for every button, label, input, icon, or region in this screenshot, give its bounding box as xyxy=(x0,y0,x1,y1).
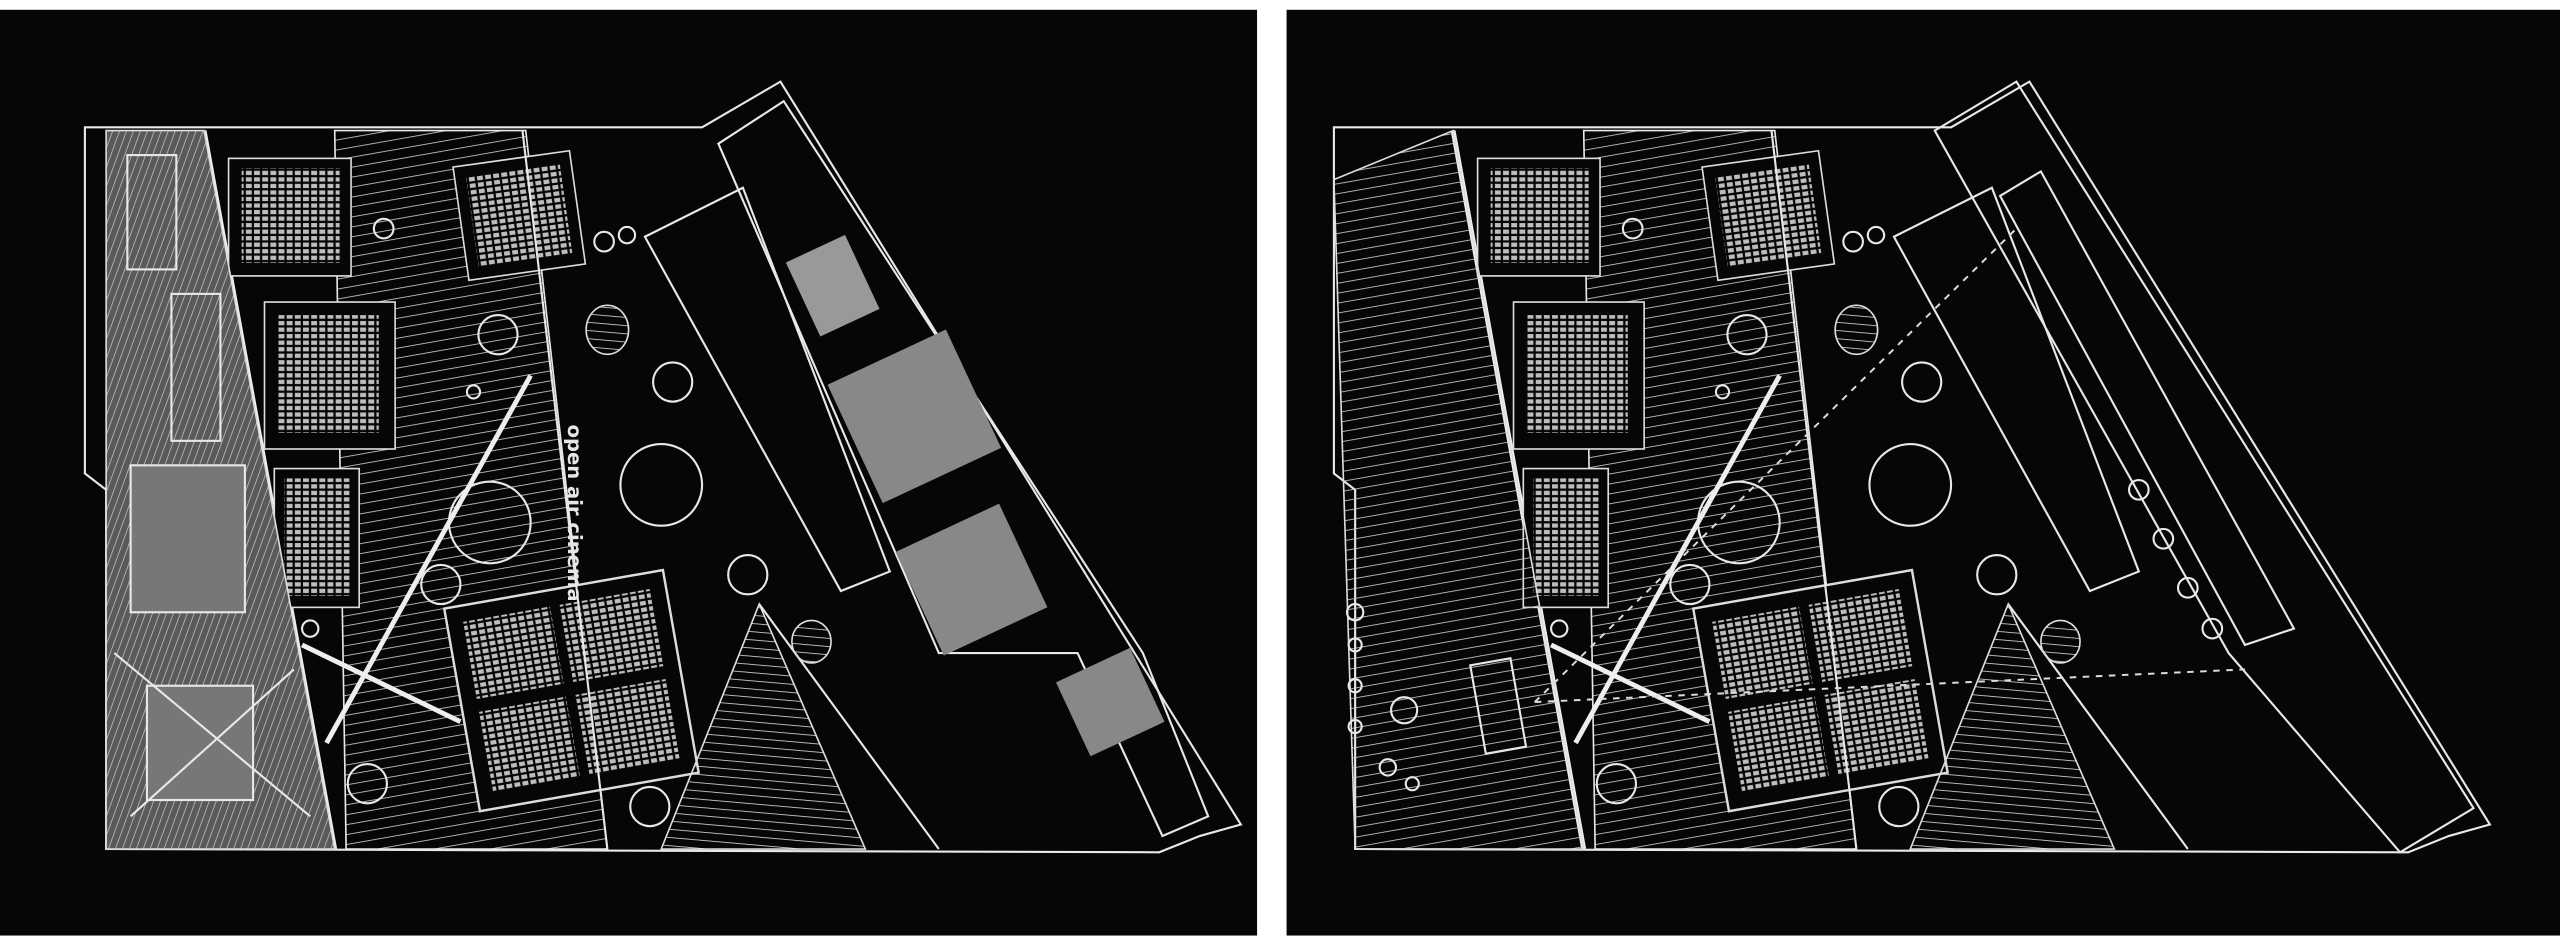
left-strip-hatched xyxy=(1333,129,1585,850)
left-plan-panel: open air cinema xyxy=(0,9,1258,936)
panel-divider xyxy=(1257,0,1287,936)
landscape-elements xyxy=(1345,603,1420,792)
right-building-strip xyxy=(717,99,1210,838)
left-strip-structures xyxy=(113,154,311,818)
sightline-dashes xyxy=(1534,227,2246,704)
right-building-strip xyxy=(1933,80,2476,854)
open-air-cinema-label: open air cinema xyxy=(563,425,586,602)
projection-booth xyxy=(1469,656,1528,755)
right-plan-panel xyxy=(1286,9,2560,936)
